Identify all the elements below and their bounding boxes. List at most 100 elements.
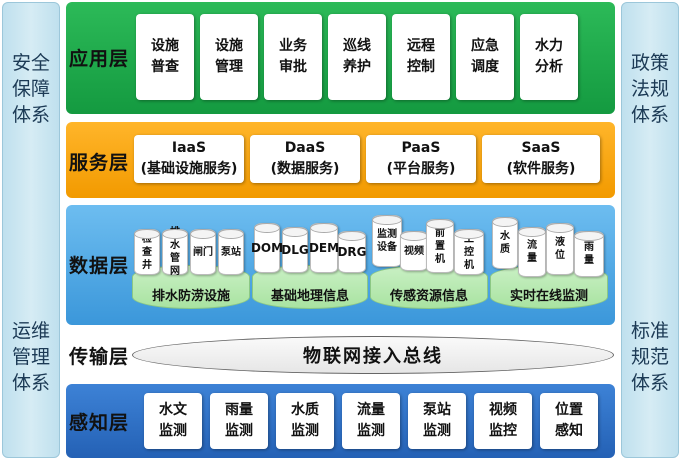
char: 体 xyxy=(11,372,31,394)
label: 应急 xyxy=(471,38,499,54)
service-item-paas: PaaS (平台服务) xyxy=(366,135,476,183)
label: DEM xyxy=(308,240,340,255)
label: (基础设施服务) xyxy=(140,161,238,177)
data-cyl-sluice: 闸门 xyxy=(190,229,216,275)
service-item-daas: DaaS (数据服务) xyxy=(250,135,360,183)
policy-standard-bar xyxy=(621,2,679,458)
label: 设施 xyxy=(215,38,243,54)
char: 体 xyxy=(630,372,650,394)
label: DLG xyxy=(281,242,309,257)
label: DRG xyxy=(337,244,367,259)
data-cyl-video: 视频 xyxy=(400,231,428,271)
label: 监测 xyxy=(291,423,319,439)
label: 监测设备 xyxy=(377,229,397,253)
label: 闸门 xyxy=(193,246,213,258)
sense-item-pump-station: 泵站监测 xyxy=(408,393,466,449)
data-cyl-water-quality: 水质 xyxy=(492,217,518,269)
data-cyl-level: 液位 xyxy=(546,223,574,275)
policy-regulation-system-text: 政策 法规 体系 xyxy=(621,50,679,128)
label: 流量 xyxy=(357,402,385,418)
standard-norm-system-text: 标准 规范 体系 xyxy=(621,318,679,396)
data-cyl-flow: 流量 xyxy=(518,227,546,277)
label: 监测 xyxy=(225,423,253,439)
label: (数据服务) xyxy=(270,161,340,177)
security-system-bar xyxy=(2,2,60,458)
label: PaaS xyxy=(401,140,441,156)
char: 系 xyxy=(31,372,51,394)
label: SaaS xyxy=(521,140,561,156)
sense-item-video: 视频监控 xyxy=(474,393,532,449)
char: 管 xyxy=(11,346,31,368)
app-item-hydraulic-analysis: 水力分析 xyxy=(520,14,578,100)
sense-item-location: 位置感知 xyxy=(540,393,598,449)
char: 系 xyxy=(31,104,51,126)
label: 泵站 xyxy=(221,246,241,258)
label: 水质 xyxy=(291,402,319,418)
label: DOM xyxy=(250,240,284,255)
label: 监控 xyxy=(489,423,517,439)
label: 排水防涝设施 xyxy=(151,289,230,304)
char: 标 xyxy=(630,320,650,342)
data-cyl-dom: DOM xyxy=(250,223,284,273)
label: 水文 xyxy=(159,402,187,418)
transport-layer: 传输层 物联网接入总线 xyxy=(66,332,615,378)
data-cyl-dem: DEM xyxy=(308,223,340,273)
perception-layer: 感知层 水文监测 雨量监测 水质监测 流量监测 泵站监测 视频监控 位置感知 xyxy=(66,384,615,458)
data-layer: 数据层 排水防涝设施 检查井 排水管网 闸门 泵站 基础地理信息 DOM DLG… xyxy=(66,205,615,325)
data-cyl-inspection-well: 检查井 xyxy=(134,229,160,275)
service-item-saas: SaaS (软件服务) xyxy=(482,135,600,183)
label: 调度 xyxy=(471,59,499,75)
app-item-facility-management: 设施管理 xyxy=(200,14,258,100)
label: 水力 xyxy=(535,38,563,54)
application-layer-title: 应用层 xyxy=(69,48,130,70)
label: 管理 xyxy=(215,59,243,75)
service-layer: 服务层 IaaS (基础设施服务) DaaS (数据服务) PaaS (平台服务) S… xyxy=(66,122,615,198)
transport-layer-title: 传输层 xyxy=(69,346,130,368)
label: 监测 xyxy=(159,423,187,439)
data-cyl-dlg: DLG xyxy=(281,227,309,273)
label: 排水管网 xyxy=(170,227,180,277)
label: (软件服务) xyxy=(506,161,576,177)
char: 障 xyxy=(31,78,51,100)
label: 设施 xyxy=(151,38,179,54)
service-layer-title: 服务层 xyxy=(69,152,130,174)
char: 范 xyxy=(650,346,670,368)
label: 流量 xyxy=(527,240,537,264)
char: 安 xyxy=(11,52,31,74)
data-cyl-drain-network: 排水管网 xyxy=(162,227,188,277)
label: 养护 xyxy=(343,59,371,75)
label: DaaS xyxy=(284,140,326,156)
char: 运 xyxy=(11,320,31,342)
label: 基础地理信息 xyxy=(270,289,349,304)
label: 感知 xyxy=(555,423,583,439)
data-cyl-industrial-pc: 工控机 xyxy=(454,229,484,275)
data-cyl-pump-station: 泵站 xyxy=(218,229,244,275)
char: 规 xyxy=(650,78,670,100)
label: 前置机 xyxy=(435,227,445,265)
label: 视频 xyxy=(404,245,424,257)
label: 监测 xyxy=(357,423,385,439)
label: 审批 xyxy=(279,59,307,75)
label: 普查 xyxy=(151,59,179,75)
char: 体 xyxy=(11,104,31,126)
char: 准 xyxy=(650,320,670,342)
char: 系 xyxy=(650,104,670,126)
iot-access-bus: 物联网接入总线 xyxy=(132,336,614,374)
char: 理 xyxy=(31,346,51,368)
label: 工控机 xyxy=(464,233,474,271)
app-item-emergency-dispatch: 应急调度 xyxy=(456,14,514,100)
label: 传感资源信息 xyxy=(389,289,468,304)
label: 水质 xyxy=(500,231,510,255)
label: IaaS xyxy=(171,140,207,156)
label: 监测 xyxy=(423,423,451,439)
label: 位置 xyxy=(555,402,583,418)
label: 检查井 xyxy=(142,233,152,271)
label: 分析 xyxy=(535,59,563,75)
label: 液位 xyxy=(555,237,565,261)
security-guarantee-system-text: 安全 保障 体系 xyxy=(2,50,60,128)
label: (平台服务) xyxy=(386,161,456,177)
label: 泵站 xyxy=(423,402,451,418)
data-cyl-rainfall: 雨量 xyxy=(574,231,604,277)
iot-bus-label: 物联网接入总线 xyxy=(303,346,443,367)
sense-item-flow: 流量监测 xyxy=(342,393,400,449)
